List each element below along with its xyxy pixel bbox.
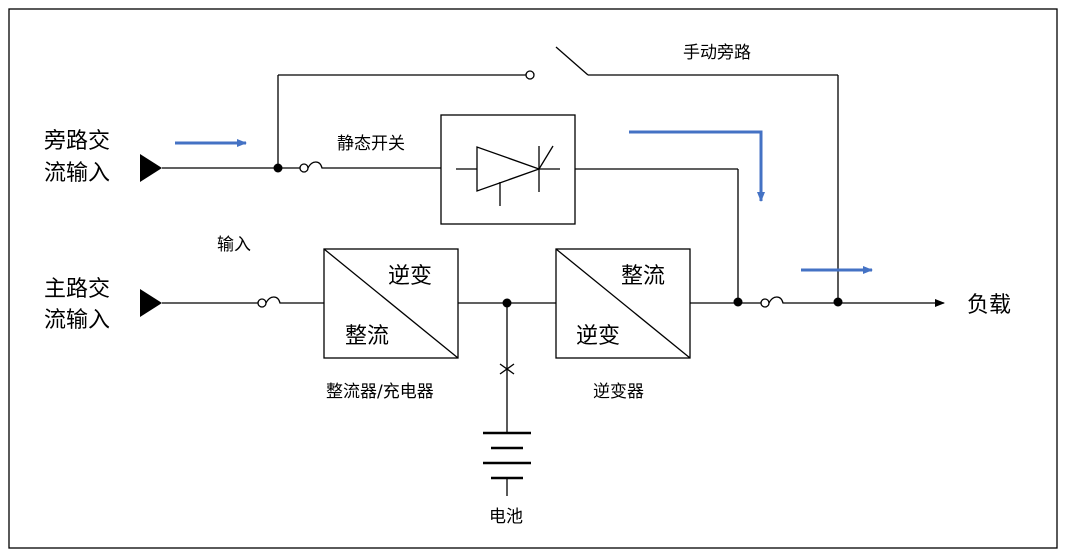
thyristor-icon	[456, 145, 560, 206]
rectifier-box-top-label: 逆变	[388, 264, 432, 289]
manual-bypass-junction-dot	[833, 297, 843, 307]
battery-icon	[483, 431, 531, 480]
inverter-diagonal	[555, 248, 691, 359]
fuse-icon	[307, 161, 441, 169]
rectifier-caption: 整流器/充电器	[326, 382, 434, 402]
bypass-flow-arrow-icon	[629, 130, 765, 202]
bypass-input-label-line2: 流输入	[44, 161, 110, 186]
diagram-frame	[8, 8, 1058, 549]
main-fuse-icon	[265, 296, 324, 304]
manual-bypass-contact	[525, 70, 535, 80]
battery-breaker-icon	[499, 363, 515, 375]
inverter-box-top-label: 整流	[621, 264, 665, 289]
output-junction-dot	[733, 297, 743, 307]
battery-label: 电池	[489, 507, 523, 527]
main-input-label-line2: 流输入	[44, 308, 110, 333]
main-input-fuse-contact	[257, 298, 267, 308]
inverter-caption: 逆变器	[593, 382, 644, 402]
input-label: 输入	[217, 235, 251, 255]
bypass-input-label-line1: 旁路交	[44, 129, 110, 154]
load-label: 负载	[967, 293, 1011, 318]
main-input-terminal-icon	[140, 289, 162, 317]
main-input-label-line1: 主路交	[44, 277, 110, 302]
rectifier-box-bottom-label: 整流	[345, 324, 389, 349]
output-fuse-contact	[760, 298, 770, 308]
inverter-box-bottom-label: 逆变	[576, 324, 620, 349]
manual-bypass-switch-blade	[555, 46, 589, 76]
static-switch-label: 静态开关	[337, 134, 405, 154]
static-switch-fuse-contact	[299, 163, 309, 173]
manual-bypass-label: 手动旁路	[683, 43, 751, 63]
output-fuse-icon	[768, 296, 838, 304]
rectifier-diagonal	[323, 248, 459, 359]
bypass-input-terminal-icon	[140, 154, 162, 182]
